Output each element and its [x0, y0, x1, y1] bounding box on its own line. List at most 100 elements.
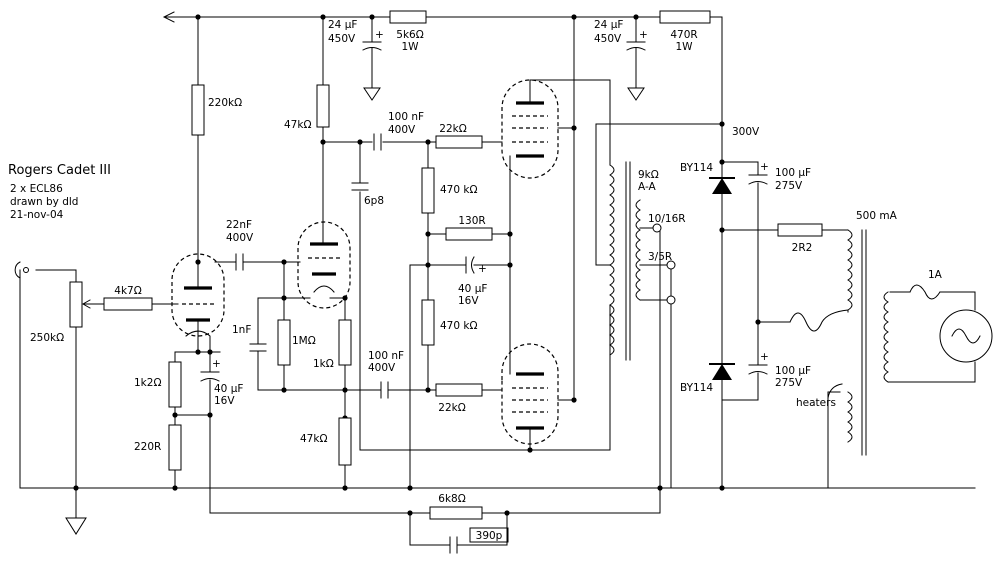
- capacitor-40uf-left: + 40 µF 16V: [200, 358, 243, 407]
- resistor-6k8: 6k8Ω: [429, 493, 483, 520]
- svg-text:1W: 1W: [675, 41, 693, 53]
- resistor-2r2: 2R2: [777, 223, 823, 254]
- ground-symbol-c1: [363, 87, 381, 101]
- svg-text:3/5R: 3/5R: [648, 251, 672, 263]
- svg-text:22kΩ: 22kΩ: [438, 402, 465, 414]
- svg-text:220kΩ: 220kΩ: [208, 97, 242, 109]
- svg-text:390p: 390p: [476, 530, 503, 542]
- svg-text:+: +: [212, 358, 221, 370]
- resistor-470r: 470R 1W: [659, 10, 711, 53]
- svg-text:1W: 1W: [401, 41, 419, 53]
- svg-text:100 µF: 100 µF: [775, 167, 811, 179]
- svg-text:6k8Ω: 6k8Ω: [438, 493, 465, 505]
- svg-text:1k2Ω: 1k2Ω: [134, 377, 161, 389]
- title-block: Rogers Cadet III 2 x ECL86 drawn by dld …: [8, 163, 111, 221]
- svg-text:40 µF: 40 µF: [214, 383, 243, 395]
- svg-text:+: +: [375, 29, 384, 41]
- power-transformer: 500 mA heaters: [789, 210, 898, 456]
- resistor-22k-bottom: 22kΩ: [435, 383, 483, 414]
- svg-text:+: +: [760, 351, 769, 363]
- capacitor-100nf-bottom: 100 nF 400V: [368, 350, 404, 399]
- svg-text:47kΩ: 47kΩ: [284, 119, 311, 131]
- capacitor-6p8: 6p8: [351, 182, 384, 207]
- svg-text:500 mA: 500 mA: [856, 210, 898, 222]
- svg-text:400V: 400V: [226, 232, 254, 244]
- resistor-47k-top: 47kΩ: [284, 84, 330, 131]
- svg-text:400V: 400V: [368, 362, 396, 374]
- resistor-1k2: 1k2Ω: [134, 361, 182, 408]
- ground-symbol-input: [65, 517, 87, 535]
- svg-text:9kΩ: 9kΩ: [638, 169, 659, 181]
- svg-text:250kΩ: 250kΩ: [30, 332, 64, 344]
- resistor-5k6: 5k6Ω 1W: [389, 10, 427, 53]
- svg-text:+: +: [478, 263, 487, 275]
- mains-ac-source: [939, 309, 993, 363]
- diagram-title: Rogers Cadet III: [8, 163, 111, 178]
- svg-text:16V: 16V: [214, 395, 235, 407]
- capacitor-24uf-1: + 24 µF 450V: [328, 19, 384, 51]
- svg-text:1A: 1A: [928, 269, 943, 281]
- svg-text:BY114: BY114: [680, 382, 713, 394]
- fuse-1a: 1A: [909, 269, 943, 300]
- svg-text:+: +: [760, 161, 769, 173]
- capacitor-22nf: 22nF 400V: [226, 219, 254, 271]
- svg-text:16V: 16V: [458, 295, 479, 307]
- resistor-1k: 1kΩ: [313, 319, 352, 370]
- svg-text:47kΩ: 47kΩ: [300, 433, 327, 445]
- ground-symbol-c2: [627, 87, 645, 101]
- svg-text:+: +: [639, 29, 648, 41]
- svg-text:275V: 275V: [775, 180, 803, 192]
- capacitor-40uf-mid: + 40 µF 16V: [458, 256, 487, 307]
- diode-by114-lower: BY114: [680, 363, 735, 394]
- resistor-470k-top: 470 kΩ: [421, 167, 477, 214]
- svg-text:24 µF: 24 µF: [594, 19, 623, 31]
- svg-text:470 kΩ: 470 kΩ: [440, 320, 477, 332]
- svg-text:470 kΩ: 470 kΩ: [440, 184, 477, 196]
- svg-text:heaters: heaters: [796, 397, 836, 409]
- speaker-terminals: [652, 223, 676, 305]
- valve-output-lower: [501, 343, 559, 445]
- valve-v1-triode: [171, 253, 225, 353]
- capacitor-100uf-2: + 100 µF 275V: [748, 351, 811, 389]
- svg-text:22nF: 22nF: [226, 219, 252, 231]
- svg-text:5k6Ω: 5k6Ω: [396, 29, 423, 41]
- resistor-4k7: 4k7Ω: [103, 285, 153, 311]
- output-transformer: 9kΩ A-A 10/16R 3/5R: [609, 161, 686, 361]
- capacitor-100nf-top: 100 nF 400V: [373, 111, 424, 151]
- svg-text:6p8: 6p8: [364, 195, 384, 207]
- svg-text:100 nF: 100 nF: [388, 111, 424, 123]
- svg-text:470R: 470R: [670, 29, 697, 41]
- svg-text:100 µF: 100 µF: [775, 365, 811, 377]
- svg-text:4k7Ω: 4k7Ω: [114, 285, 141, 297]
- svg-text:400V: 400V: [388, 124, 416, 136]
- svg-text:24 µF: 24 µF: [328, 19, 357, 31]
- svg-text:450V: 450V: [594, 33, 622, 45]
- valve-v2-pentode: [297, 221, 351, 309]
- resistor-47k-bottom: 47kΩ: [300, 417, 352, 466]
- svg-text:100 nF: 100 nF: [368, 350, 404, 362]
- svg-text:1kΩ: 1kΩ: [313, 358, 334, 370]
- capacitor-1nf: 1nF: [232, 324, 267, 352]
- resistor-220k: 220kΩ: [191, 84, 242, 136]
- svg-text:22kΩ: 22kΩ: [439, 123, 466, 135]
- capacitor-390p: 390p: [449, 527, 509, 554]
- input-jack: [14, 261, 29, 279]
- diode-by114-upper: BY114: [680, 162, 735, 194]
- svg-text:A-A: A-A: [638, 181, 657, 193]
- wires: [19, 16, 976, 546]
- resistor-130r: 130R: [445, 215, 493, 241]
- capacitor-24uf-2: + 24 µF 450V: [594, 19, 648, 51]
- valve-output-upper: [501, 79, 559, 179]
- ht-voltage-label: 300V: [732, 126, 760, 138]
- svg-text:1nF: 1nF: [232, 324, 251, 336]
- svg-text:2R2: 2R2: [792, 242, 813, 254]
- svg-text:40 µF: 40 µF: [458, 283, 487, 295]
- resistor-22k-top: 22kΩ: [435, 123, 483, 149]
- resistor-1m: 1MΩ: [277, 319, 316, 366]
- svg-text:220R: 220R: [134, 441, 161, 453]
- junctions: [73, 14, 761, 516]
- capacitor-100uf-1: + 100 µF 275V: [748, 161, 811, 192]
- svg-text:450V: 450V: [328, 33, 356, 45]
- ht-output-arrow: [162, 11, 175, 23]
